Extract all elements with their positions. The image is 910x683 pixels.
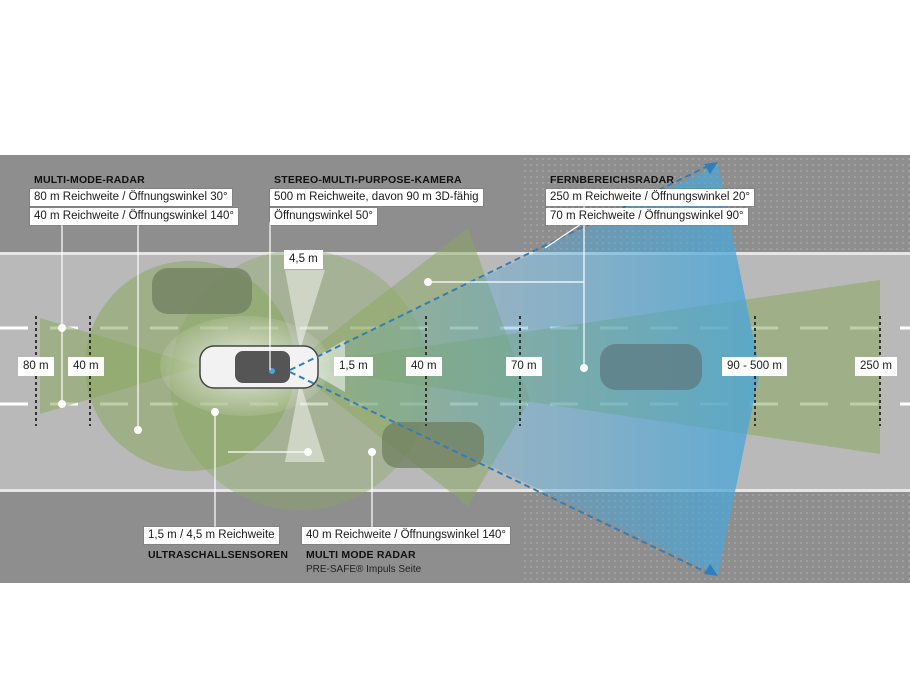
distance-40-right: 40 m bbox=[406, 357, 442, 376]
label-mmr-40: 40 m Reichweite / Öffnungswinkel 140° bbox=[30, 208, 238, 225]
ultrasonic-front bbox=[300, 340, 345, 392]
label-side-radar: 40 m Reichweite / Öffnungswinkel 140° bbox=[302, 527, 510, 544]
ultrasonic-top bbox=[285, 270, 325, 350]
distance-1-5: 1,5 m bbox=[334, 357, 373, 376]
heading-stereo-camera: STEREO-MULTI-PURPOSE-KAMERA bbox=[274, 174, 462, 186]
distance-70: 70 m bbox=[506, 357, 542, 376]
arrow-upper bbox=[289, 164, 711, 371]
heading-long-range-radar: FERNBEREICHSRADAR bbox=[550, 174, 675, 186]
heading-ultrasonic: ULTRASCHALLSENSOREN bbox=[148, 549, 289, 561]
pre-safe-label: PRE-SAFE® Impuls Seite bbox=[306, 564, 422, 575]
distance-250: 250 m bbox=[855, 357, 897, 376]
heading-multi-mode-radar-side: MULTI MODE RADAR bbox=[306, 549, 416, 561]
arrow-lower bbox=[289, 371, 711, 575]
label-camera-angle: Öffnungswinkel 50° bbox=[270, 208, 378, 225]
distance-4-5: 4,5 m bbox=[284, 250, 323, 269]
ultrasonic-bottom bbox=[285, 382, 325, 462]
leader-lines bbox=[61, 206, 585, 530]
label-lrr-70: 70 m Reichweite / Öffnungswinkel 90° bbox=[546, 208, 748, 225]
arrowhead-lower bbox=[704, 564, 718, 576]
label-mmr-80: 80 m Reichweite / Öffnungswinkel 30° bbox=[30, 189, 232, 206]
rear-radar-cone bbox=[40, 318, 200, 414]
distance-80: 80 m bbox=[18, 357, 54, 376]
arrowhead-upper bbox=[704, 162, 718, 174]
ego-car-window bbox=[235, 351, 290, 383]
car-top bbox=[152, 268, 252, 314]
distance-40-left: 40 m bbox=[68, 357, 104, 376]
car-front bbox=[600, 344, 702, 390]
heading-multi-mode-radar: MULTI-MODE-RADAR bbox=[34, 174, 145, 186]
car-bottom bbox=[382, 422, 484, 468]
label-lrr-250: 250 m Reichweite / Öffnungswinkel 20° bbox=[546, 189, 754, 206]
label-ultrasonic: 1,5 m / 4,5 m Reichweite bbox=[144, 527, 279, 544]
leader-dots bbox=[58, 278, 588, 456]
label-camera-range: 500 m Reichweite, davon 90 m 3D-fähig bbox=[270, 189, 483, 206]
distance-90-500: 90 - 500 m bbox=[722, 357, 787, 376]
